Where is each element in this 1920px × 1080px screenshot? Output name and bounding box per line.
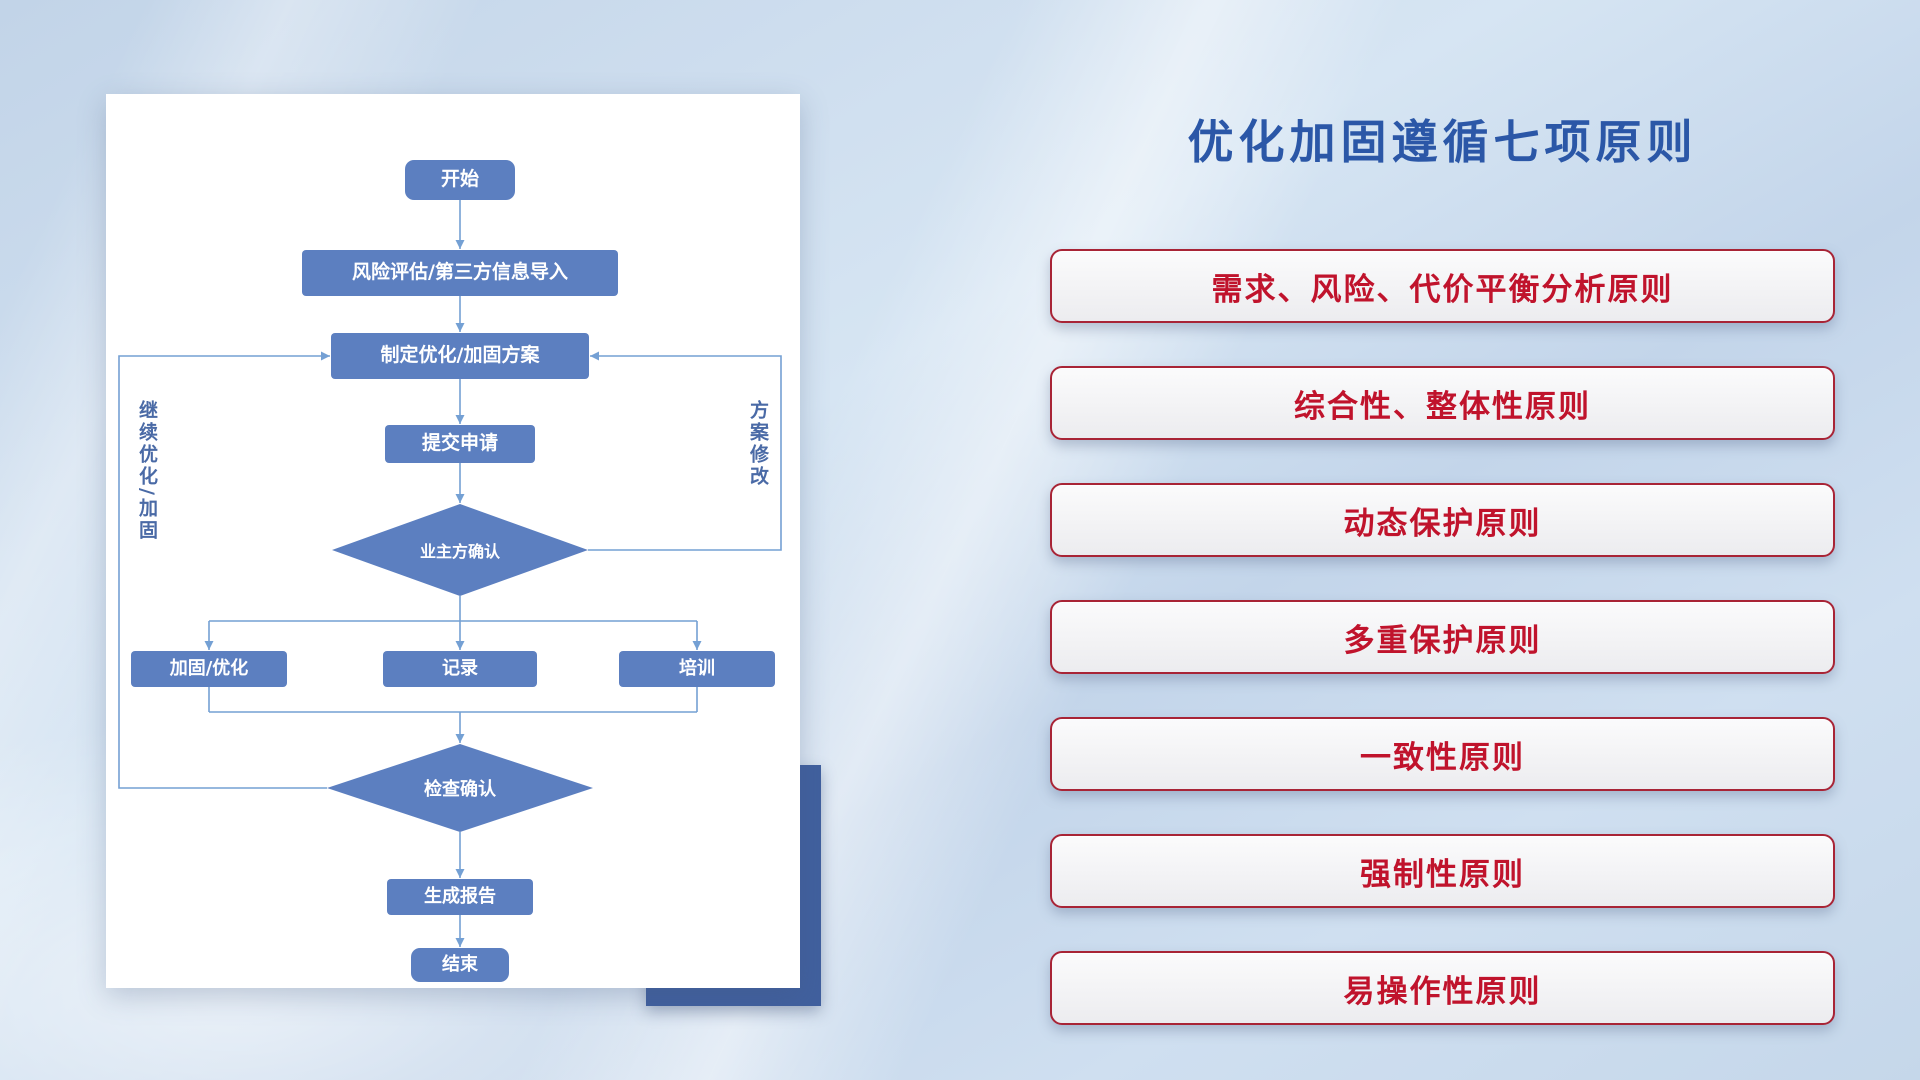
flow-node-reinforce: 加固/优化 (131, 651, 287, 687)
principle-label: 综合性、整体性原则 (1294, 388, 1591, 425)
principle-label: 强制性原则 (1360, 856, 1525, 893)
principle-pill-5: 一致性原则 (1050, 717, 1835, 791)
page-title: 优化加固遵循七项原则 (1187, 115, 1698, 169)
connector-lines (118, 200, 782, 947)
principle-pill-7: 易操作性原则 (1050, 951, 1835, 1025)
flow-edge-label-plan-modify: 方案修改 (747, 400, 769, 488)
flow-node-make-plan: 制定优化/加固方案 (331, 333, 589, 379)
principle-label: 多重保护原则 (1343, 622, 1542, 659)
flow-node-end: 结束 (411, 948, 509, 982)
flowchart-connectors (118, 200, 782, 947)
flow-node-submit: 提交申请 (385, 425, 535, 463)
principle-label: 需求、风险、代价平衡分析原则 (1211, 271, 1674, 308)
principle-pill-6: 强制性原则 (1050, 834, 1835, 908)
flow-node-training: 培训 (619, 651, 775, 687)
flow-node-record: 记录 (383, 651, 537, 687)
principle-pill-3: 动态保护原则 (1050, 483, 1835, 557)
principle-label: 一致性原则 (1360, 739, 1525, 776)
principle-label: 易操作性原则 (1343, 973, 1542, 1010)
flow-node-report: 生成报告 (387, 879, 533, 915)
flowchart-card: 开始 风险评估/第三方信息导入 制定优化/加固方案 提交申请 业主方确认 加固/… (106, 94, 800, 988)
flow-node-start: 开始 (405, 160, 515, 200)
principle-pill-2: 综合性、整体性原则 (1050, 366, 1835, 440)
flow-node-risk-import: 风险评估/第三方信息导入 (302, 250, 618, 296)
principle-pill-1: 需求、风险、代价平衡分析原则 (1050, 249, 1835, 323)
principles-list: 需求、风险、代价平衡分析原则 综合性、整体性原则 动态保护原则 多重保护原则 一… (1050, 249, 1835, 1025)
principle-label: 动态保护原则 (1343, 505, 1542, 542)
flow-edge-label-continue-optimize: 继续优化/加固 (136, 400, 158, 542)
principle-pill-4: 多重保护原则 (1050, 600, 1835, 674)
